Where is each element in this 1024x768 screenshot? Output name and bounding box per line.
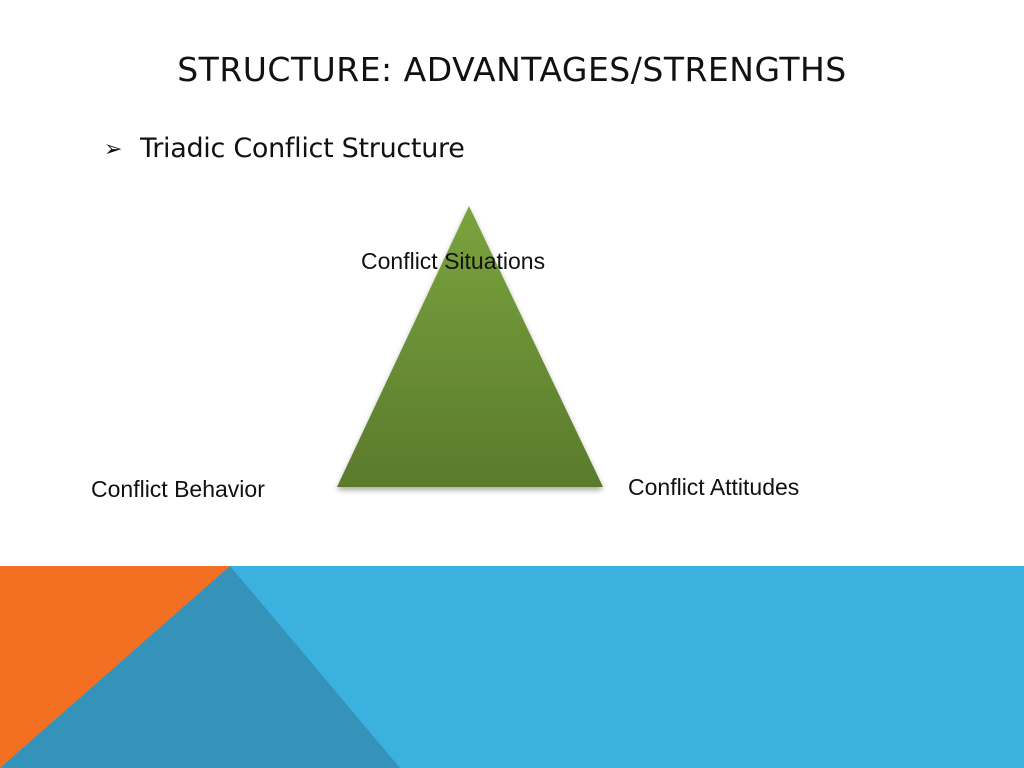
arrow-bullet-icon: ➢ (104, 135, 123, 161)
footer-dark-blue-shape (0, 566, 400, 768)
label-conflict-attitudes: Conflict Attitudes (628, 474, 800, 500)
bullet-item: ➢ Triadic Conflict Structure (104, 133, 465, 164)
label-conflict-situations: Conflict Situations (361, 248, 546, 274)
slide-title: STRUCTURE: ADVANTAGES/STRENGTHS (177, 50, 847, 89)
conflict-triangle (337, 206, 603, 487)
label-conflict-behavior: Conflict Behavior (91, 476, 265, 502)
bullet-text: Triadic Conflict Structure (140, 133, 465, 164)
footer-decoration (0, 566, 1024, 768)
